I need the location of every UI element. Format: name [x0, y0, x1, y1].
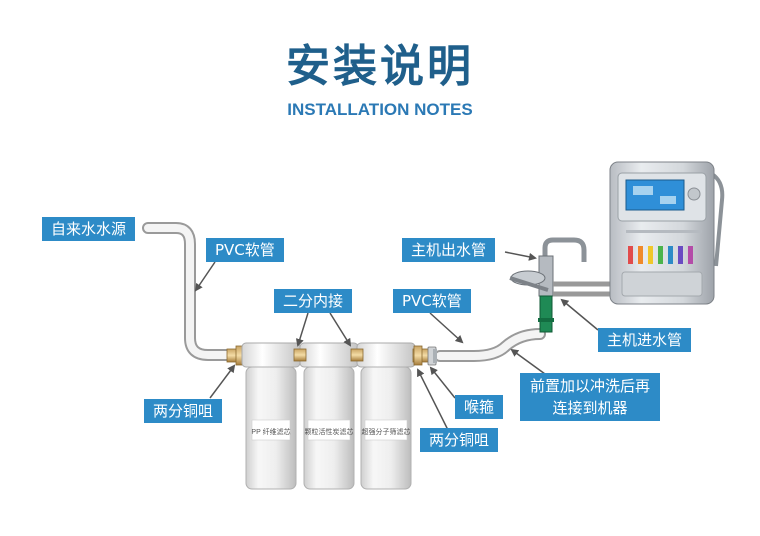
label-connector: 二分内接 — [274, 289, 353, 313]
hose-clamp — [427, 346, 437, 366]
filter-housing-3 — [356, 342, 416, 490]
page-title: 安装说明 — [286, 41, 474, 92]
outlet-hose — [434, 328, 546, 362]
filter-housing-2 — [299, 342, 359, 490]
label-clamp: 喉箍 — [455, 395, 504, 419]
label-flush-line-2: 连接到机器 — [552, 399, 628, 417]
label-main-inlet: 主机进水管 — [598, 328, 692, 352]
filter-housing-1 — [241, 342, 301, 490]
label-copper-left: 两分铜咀 — [144, 399, 223, 423]
source-hose — [142, 222, 242, 361]
label-pvc-hose-1: PVC软管 — [206, 238, 284, 262]
label-pvc-hose-2: PVC软管 — [393, 289, 471, 313]
copper-fitting-left — [226, 345, 246, 366]
label-flush-note: 前置加以冲洗后再 连接到机器 — [520, 373, 661, 421]
label-tap-source: 自来水水源 — [42, 217, 136, 241]
filter-1-tag: PP 纤维滤芯 — [251, 427, 290, 436]
label-copper-right: 两分铜咀 — [420, 428, 499, 452]
ionizer-machine — [609, 161, 715, 305]
label-main-outlet: 主机出水管 — [402, 238, 496, 262]
filter-3-tag: 超强分子筛滤芯 — [362, 427, 411, 436]
copper-fitting-right — [412, 345, 432, 366]
label-flush-line-1: 前置加以冲洗后再 — [530, 377, 651, 395]
page-subtitle: INSTALLATION NOTES — [287, 100, 473, 119]
faucet — [509, 237, 587, 333]
inner-connectors — [293, 348, 364, 362]
filter-2-tag: 颗粒活性炭滤芯 — [305, 427, 354, 436]
pointer-lines — [194, 251, 599, 431]
